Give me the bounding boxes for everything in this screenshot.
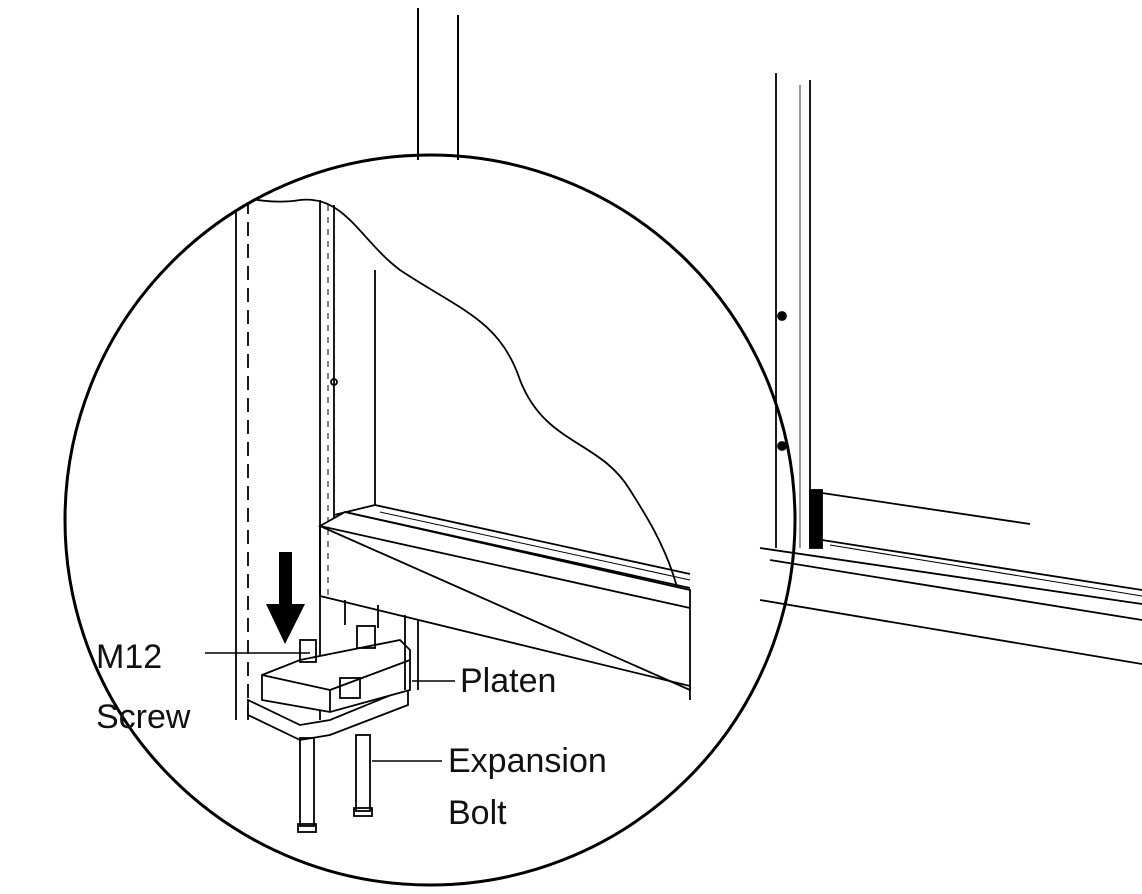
expansion-bolt-label-line2: Bolt [448, 794, 507, 832]
right-cabinet [759, 73, 1142, 665]
leader-lines [205, 652, 455, 762]
upper-frame-post [417, 8, 459, 160]
detail-magnifier [63, 153, 797, 887]
expansion-bolt-label-line1: Expansion [448, 742, 607, 780]
breakout-outline [149, 187, 691, 701]
detail-circle [63, 153, 797, 887]
m12-screw-label-line1: M12 [96, 638, 163, 676]
m12-screw-label-line2: Screw [96, 698, 191, 736]
platen-label: Platen [460, 662, 557, 700]
down-arrow-icon [266, 552, 305, 644]
